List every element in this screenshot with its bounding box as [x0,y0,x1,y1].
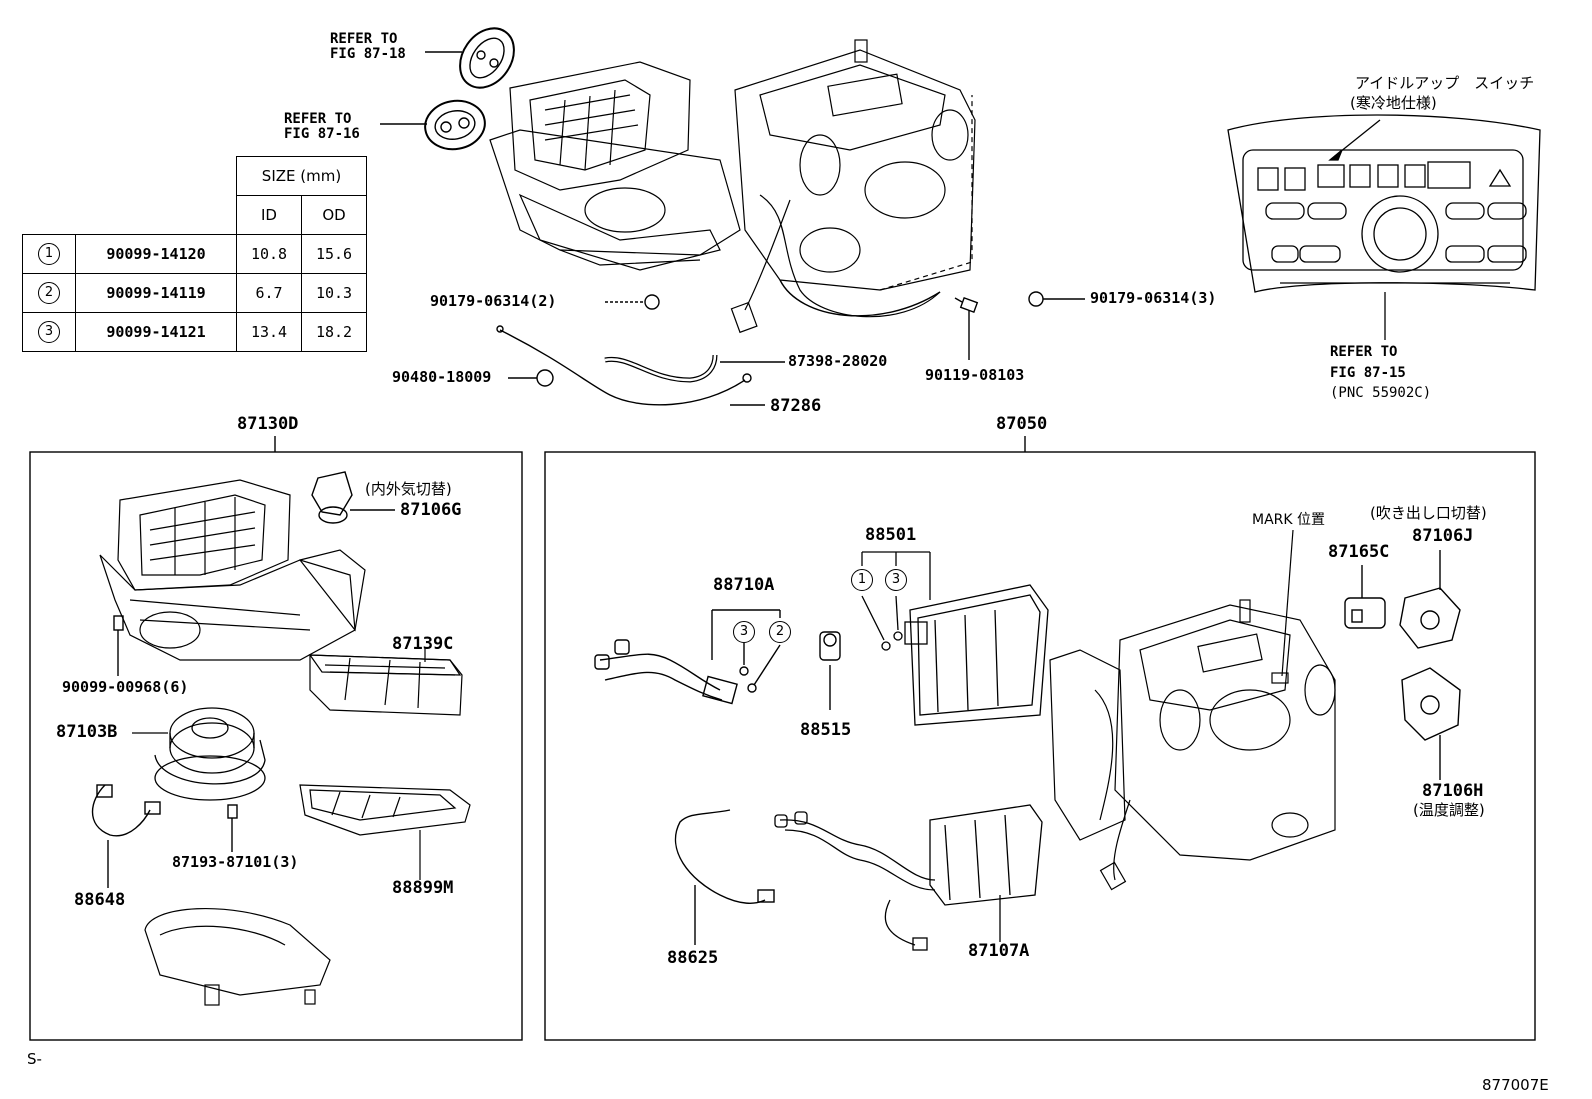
part-label: 90179-06314(2) [430,292,557,310]
part-label: 87165C [1328,542,1390,562]
actuator-icon [311,471,395,524]
refer-label-87-16: REFER TO [284,111,352,127]
part-label: 88515 [800,720,852,740]
part-jp-note: (温度調整) [1413,801,1485,819]
actuator-icon [1399,550,1461,649]
id-value: 10.8 [236,234,302,274]
part-label: 88625 [667,948,719,968]
od-value: 18.2 [301,312,367,352]
panel-refer-pnc: (PNC 55902C) [1330,385,1432,401]
part-number: 90099-14121 [75,312,237,352]
part-jp-note: (内外気切替) [365,480,452,498]
size-header: SIZE (mm) [236,156,367,196]
part-label: 87193-87101(3) [172,853,299,871]
wire-drawing [674,809,775,945]
od-value: 10.3 [301,273,367,313]
od-value: 15.6 [301,234,367,274]
part-label: 90099-00968(6) [62,678,189,696]
part-label: 88501 [865,525,917,545]
grommet-icon [459,27,515,89]
part-label: 88648 [74,890,126,910]
col-od: OD [301,195,367,235]
part-label: 90179-06314(3) [1090,289,1217,307]
part-number: 90099-14119 [75,273,237,313]
table-row: 1 90099-14120 10.8 15.6 [22,234,367,274]
evaporator-drawing [861,551,1049,726]
hvac-unit-drawing [1049,529,1336,891]
group-frame-87130D [29,451,523,1041]
part-label: 87139C [392,634,454,654]
id-value: 13.4 [236,312,302,352]
group-title-87050: 87050 [996,414,1048,434]
hvac-assembly-top [489,39,976,334]
control-panel-drawing [1227,114,1541,340]
blower-housing-drawing [99,479,366,661]
circled-number: 1 [851,569,873,591]
panel-jp-sub: (寒冷地仕様) [1350,94,1437,112]
pipe-drawing [594,609,781,705]
lower-case-drawing [144,908,331,1006]
part-label: 87398-28020 [788,352,888,370]
part-label: 90119-08103 [925,366,1025,384]
grommet-icon [424,99,486,151]
circled-number: 2 [769,621,791,643]
blower-motor-drawing [132,707,266,801]
group-title-87130D: 87130D [237,414,299,434]
screw-icon [227,804,238,852]
filter-drawing [308,648,463,716]
panel-refer-fig: FIG 87-15 [1330,365,1406,381]
clip-icon [605,294,660,310]
row-number: 2 [38,282,60,304]
circled-number: 3 [885,569,907,591]
row-number: 1 [38,243,60,265]
part-label: 88899M [392,878,454,898]
part-jp-note: (吹き出し口切替) [1370,504,1487,522]
valve-drawing [819,631,841,710]
refer-label-87-18-fig: FIG 87-18 [330,46,406,62]
id-value: 6.7 [236,273,302,313]
footer-left: S- [27,1050,42,1068]
col-id: ID [236,195,302,235]
actuator-icon [1401,667,1461,780]
row-number: 3 [38,321,60,343]
heater-core-drawing [774,804,1043,951]
bolt-icon [954,297,979,360]
part-label: 87106H [1422,781,1484,801]
table-row: 3 90099-14121 13.4 18.2 [22,312,367,352]
clip-icon [508,369,554,387]
screw-icon [113,615,124,676]
size-table: SIZE (mm) ID OD 1 90099-14120 10.8 15.6 … [22,156,367,352]
register-drawing [299,784,471,880]
part-label: 90480-18009 [392,368,492,386]
clip-icon [1028,291,1085,307]
table-row: 2 90099-14119 6.7 10.3 [22,273,367,313]
actuator-icon [1344,565,1386,629]
part-label: 87106J [1412,526,1474,546]
part-number: 90099-14120 [75,234,237,274]
refer-label-87-18: REFER TO [330,31,398,47]
part-label: 87103B [56,722,118,742]
refer-label-87-16-fig: FIG 87-16 [284,126,360,142]
mark-label: MARK 位置 [1252,512,1326,528]
panel-refer: REFER TO [1330,344,1398,360]
panel-jp-title: アイドルアップ スイッチ [1355,74,1535,92]
figure-code: 877007E [1482,1076,1549,1094]
part-label: 87106G [400,500,462,520]
circled-number: 3 [733,621,755,643]
part-label: 87286 [770,396,822,416]
group-frame-87050 [544,451,1536,1041]
part-label: 88710A [713,575,775,595]
part-label: 87107A [968,941,1030,961]
harness-drawing [91,784,161,888]
